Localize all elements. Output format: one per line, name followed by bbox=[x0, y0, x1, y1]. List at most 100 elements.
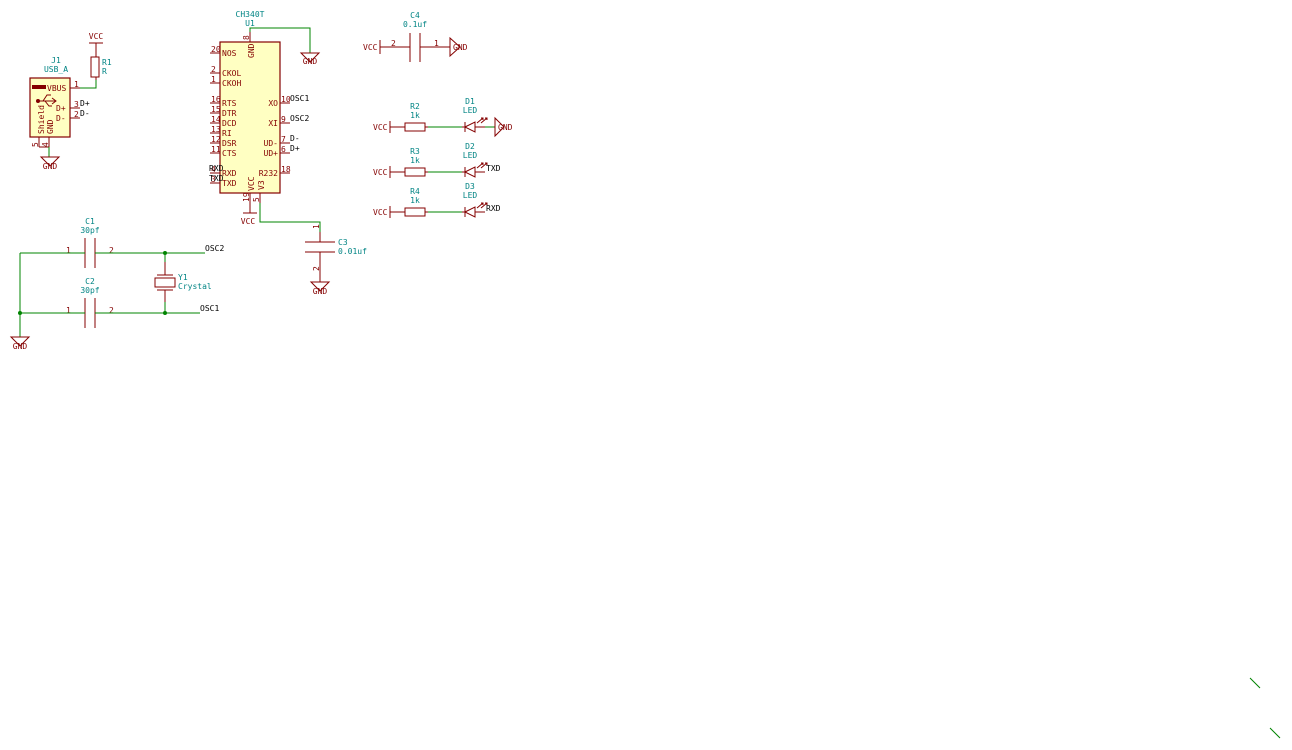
j1-num-5: 5 bbox=[31, 142, 40, 147]
u1-pin-name: RI bbox=[222, 129, 232, 138]
r1-body bbox=[90, 56, 100, 78]
usb-connector-j1[interactable]: J1 USB_A VBUS D+ D- Shield GND 1 3 2 5 4… bbox=[29, 56, 90, 148]
c2-value: 30pf bbox=[80, 286, 99, 295]
wire-u1-gnd bbox=[249, 27, 311, 53]
c1-pin-2: 2 bbox=[109, 246, 114, 255]
u1-pin-name: RTS bbox=[222, 99, 237, 108]
wire-r1-vbus bbox=[80, 80, 97, 89]
r1-value: R bbox=[102, 67, 107, 76]
gnd-label: GND bbox=[453, 43, 468, 52]
resistor-body bbox=[404, 122, 426, 132]
c3-pin-1: 1 bbox=[312, 224, 321, 229]
led-symbol-icon bbox=[462, 121, 485, 133]
gnd-label: GND bbox=[498, 123, 513, 132]
u1-pin-19-name: VCC bbox=[247, 176, 256, 191]
u1-pin-num: 18 bbox=[281, 165, 291, 174]
c1-value: 30pf bbox=[80, 226, 99, 235]
capacitor-c1[interactable]: C1 30pf 1 2 bbox=[66, 217, 114, 268]
u1-pin-name: CKOH bbox=[222, 79, 241, 88]
u1-pin-num: 12 bbox=[211, 135, 221, 144]
capacitor-c4[interactable]: C4 0.1uf VCC 2 1 GND bbox=[363, 11, 468, 62]
u1-pin-name: UD- bbox=[264, 139, 278, 148]
y1-value: Crystal bbox=[178, 282, 212, 291]
net-label-osc2: OSC2 bbox=[290, 114, 309, 123]
u1-pin-name: TXD bbox=[222, 179, 237, 188]
net-label-txd: TXD bbox=[209, 174, 224, 183]
u1-pin-name: XI bbox=[268, 119, 278, 128]
c1-pin-1: 1 bbox=[66, 246, 71, 255]
vcc-label: VCC bbox=[373, 208, 388, 217]
crystal-y1[interactable]: Y1 Crystal bbox=[154, 262, 212, 302]
led-ref: D3 bbox=[465, 182, 475, 191]
u1-pin-name: CKOL bbox=[222, 69, 241, 78]
c1-ref: C1 bbox=[85, 217, 95, 226]
gnd-label: GND bbox=[13, 342, 28, 351]
vcc-label: VCC bbox=[363, 43, 378, 52]
resistor-ref: R3 bbox=[410, 147, 420, 156]
u1-pin-num: 11 bbox=[211, 145, 221, 154]
u1-pin-num: 6 bbox=[281, 145, 286, 154]
led-value: LED bbox=[463, 191, 478, 200]
c2-pin-2: 2 bbox=[109, 306, 114, 315]
u1-pin-num: 15 bbox=[211, 105, 221, 114]
wire-crystal-network bbox=[19, 252, 205, 337]
resistor-r1[interactable]: VCC R1 R bbox=[89, 32, 112, 80]
resistor-body bbox=[404, 207, 426, 217]
u1-pin-num: 13 bbox=[211, 125, 221, 134]
gnd-symbol-c3: GND bbox=[309, 281, 331, 296]
net-label-dminus-j1: D- bbox=[80, 109, 90, 118]
y1-body bbox=[154, 277, 176, 288]
light-emission-icon bbox=[476, 117, 488, 124]
gnd-symbol-c4 bbox=[449, 36, 461, 58]
capacitor-c3[interactable]: 1 2 C3 0.01uf bbox=[305, 224, 367, 282]
u1-pin-num: 1 bbox=[211, 75, 216, 84]
resistor-body bbox=[404, 167, 426, 177]
j1-pin-shield: Shield bbox=[37, 105, 46, 134]
u1-pin-num: 9 bbox=[281, 115, 286, 124]
vcc-label: VCC bbox=[373, 123, 388, 132]
gnd-symbol-crystal: GND bbox=[9, 336, 31, 351]
u1-pin-num: 20 bbox=[211, 45, 221, 54]
resistor-value: 1k bbox=[410, 196, 420, 205]
u1-pin-8-name: GND bbox=[247, 43, 256, 58]
vcc-label: VCC bbox=[241, 217, 256, 226]
u1-pin-19-num: 19 bbox=[242, 192, 251, 202]
net-label-osc1: OSC1 bbox=[290, 94, 309, 103]
c3-value: 0.01uf bbox=[338, 247, 367, 256]
led-ref: D2 bbox=[465, 142, 475, 151]
r1-ref: R1 bbox=[102, 58, 112, 67]
c2-ref: C2 bbox=[85, 277, 95, 286]
led-value: LED bbox=[463, 106, 478, 115]
u1-pin-name: DSR bbox=[222, 139, 237, 148]
resistor-ref: R2 bbox=[410, 102, 420, 111]
stray-wire-stubs bbox=[1249, 677, 1281, 739]
gnd-label: GND bbox=[313, 287, 328, 296]
c4-ref: C4 bbox=[410, 11, 420, 20]
j1-pin-vbus: VBUS bbox=[47, 84, 66, 93]
u1-pin-8-num: 8 bbox=[242, 35, 251, 40]
net-label-osc1-crystal: OSC1 bbox=[200, 304, 219, 313]
net-label-rxd: RXD bbox=[209, 164, 224, 173]
resistor-ref: R4 bbox=[410, 187, 420, 196]
j1-ref: J1 bbox=[51, 56, 61, 65]
u1-ref: U1 bbox=[245, 19, 255, 28]
wire-v3-c3 bbox=[259, 203, 321, 232]
gnd-symbol-icon bbox=[494, 116, 505, 138]
j1-num-1: 1 bbox=[74, 80, 79, 89]
j1-pin-gnd: GND bbox=[46, 119, 55, 134]
net-label-dminus: D- bbox=[290, 134, 300, 143]
capacitor-c2[interactable]: C2 30pf 1 2 bbox=[66, 277, 114, 328]
u1-pin-num: 10 bbox=[281, 95, 291, 104]
u1-pin-name: CTS bbox=[222, 149, 237, 158]
gnd-label: GND bbox=[43, 162, 58, 171]
light-emission-icon bbox=[476, 162, 488, 169]
c4-value: 0.1uf bbox=[403, 20, 427, 29]
net-label-dplus-j1: D+ bbox=[80, 99, 90, 108]
net-label-osc2-crystal: OSC2 bbox=[205, 244, 224, 253]
